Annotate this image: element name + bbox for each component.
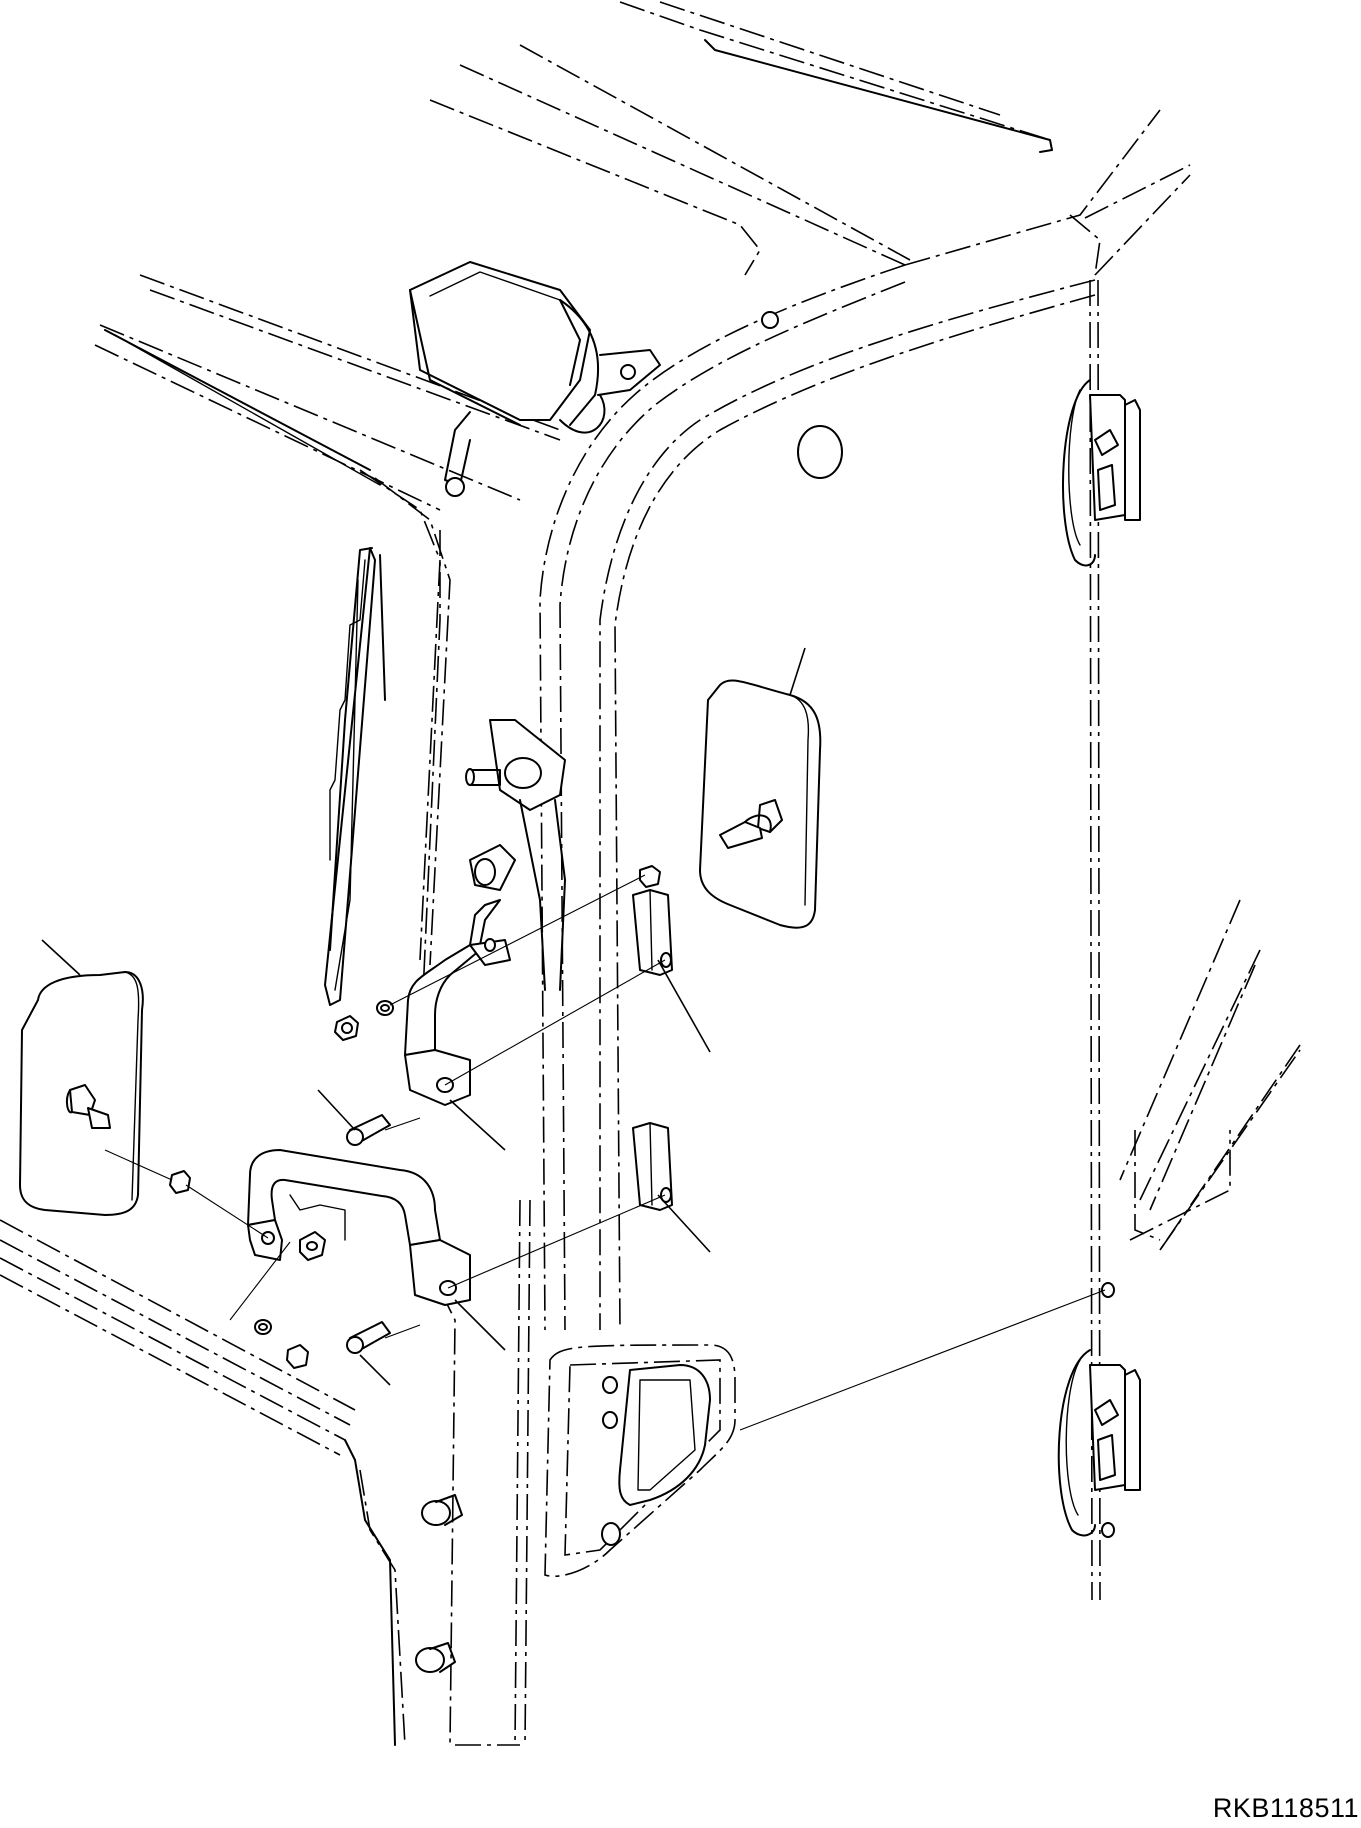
fasteners (169, 865, 1115, 1538)
pillar-fittings (415, 1494, 463, 1673)
clamp-lower (632, 1122, 673, 1211)
assembly-lines (104, 874, 1106, 1431)
door-hinge-upper (1062, 379, 1141, 567)
roof-bolt (761, 311, 779, 329)
wiper-arm (324, 547, 386, 1006)
clamp-upper (632, 889, 673, 976)
leader-lines (317, 959, 711, 1386)
door-handle-plate (544, 1344, 736, 1577)
hand-rail (247, 1149, 471, 1306)
mirror-right (699, 647, 822, 929)
mirror-stay-upper (404, 899, 511, 1106)
work-lamp (409, 261, 661, 497)
pillar-plug (797, 425, 843, 479)
drawing-code: RKB118511 (1212, 1793, 1359, 1823)
door-hinge-lower (1057, 1349, 1141, 1537)
mirror-left (19, 939, 144, 1216)
wiper-motor-bracket (465, 719, 566, 991)
